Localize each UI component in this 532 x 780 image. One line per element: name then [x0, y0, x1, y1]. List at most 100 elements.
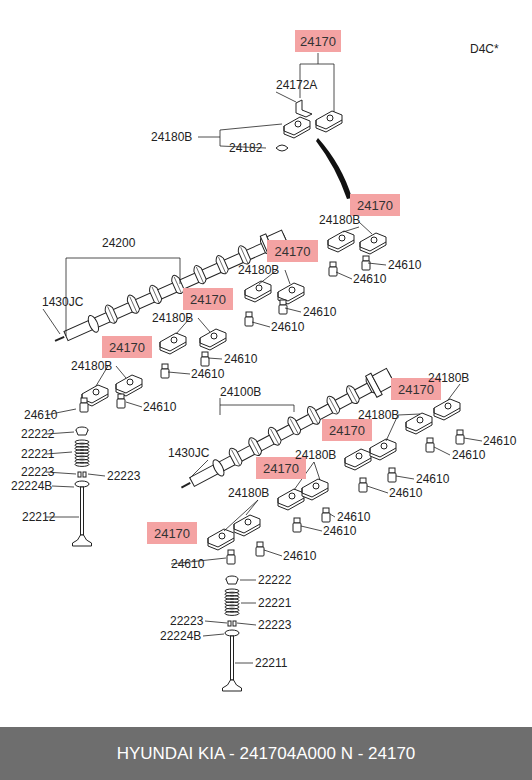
rocker-arm [284, 117, 310, 138]
callout-number: D4C* [470, 42, 499, 56]
leader-line [224, 500, 258, 531]
callout-number: 24610 [191, 367, 224, 381]
callout-number: 24180B [319, 213, 360, 227]
callout-number: 22224B [11, 479, 52, 493]
rocker-arm [116, 375, 142, 396]
callout-number: 24180B [151, 130, 192, 144]
callout-number: 24180B [152, 311, 193, 325]
callout-number: 24610 [271, 320, 304, 334]
callout-number: 24180B [295, 448, 336, 462]
rocker-arm [360, 233, 386, 254]
callout-number: 24610 [452, 448, 485, 462]
callout-number: 24182 [229, 141, 262, 155]
leader-line [240, 580, 256, 581]
part-number-text: 24170 [274, 244, 310, 259]
lash-adjuster [456, 430, 464, 444]
lash-adjuster [117, 394, 125, 408]
callout-number: 24172A [276, 78, 317, 92]
rocker-arm [302, 479, 328, 500]
lash-adjuster [256, 542, 264, 556]
callout-number: 24180B [228, 486, 269, 500]
callout-number: 1430JC [42, 295, 83, 309]
lash-adjuster [329, 262, 337, 276]
rocker-arm [345, 449, 371, 470]
lash-adjuster [322, 508, 330, 522]
callout-number: 22223 [258, 618, 291, 632]
callout-number: 24610 [388, 258, 421, 272]
callout-number: 22221 [258, 596, 291, 610]
callout-number: 24610 [323, 524, 356, 538]
callout-number: 24610 [353, 272, 386, 286]
rocker-arm [370, 439, 396, 460]
callout-number: 24610 [389, 486, 422, 500]
rocker-arm [208, 529, 234, 550]
rocker-arm [160, 333, 186, 354]
part-number-text: 24170 [109, 340, 145, 355]
lash-adjuster [279, 300, 287, 314]
part-number-text: 24170 [263, 461, 299, 476]
callout-number: 24180B [238, 263, 279, 277]
rocker-arm [316, 111, 342, 132]
callout-number: 22223 [21, 465, 54, 479]
highlighted-part-number: 24170 [147, 522, 197, 544]
lash-adjuster [161, 364, 169, 378]
callout-number: 22223 [170, 614, 203, 628]
part-number-text: 24170 [357, 198, 393, 213]
callout-number: 22222 [258, 573, 291, 587]
callout-number: 22223 [107, 469, 140, 483]
leader-line [235, 663, 253, 664]
camshaft [176, 366, 397, 498]
highlighted-part-number: 24170 [267, 240, 318, 262]
camshaft [50, 227, 290, 351]
leader-line [52, 486, 74, 487]
callout-number: 24610 [283, 549, 316, 563]
highlighted-part-number: 24170 [295, 30, 341, 52]
lash-adjuster [426, 438, 434, 452]
footer-text: HYUNDAI KIA - 241704A000 N - 24170 [117, 744, 416, 764]
direction-arrow [316, 138, 352, 199]
callout-number: 24610 [171, 557, 204, 571]
leader-line [203, 634, 224, 636]
callout-number: 24100B [220, 385, 261, 399]
rocker-arm [434, 399, 460, 420]
leader-line [205, 621, 256, 625]
lash-adjuster [227, 550, 235, 564]
callout-number: 24180B [428, 371, 469, 385]
callout-number: 22212 [22, 510, 55, 524]
leader-line [46, 472, 105, 476]
lash-adjuster [359, 478, 367, 492]
callout-number: 24610 [337, 510, 370, 524]
callout-number: 24180B [71, 359, 112, 373]
part-number-text: 24170 [154, 526, 190, 541]
rocker-arm [328, 231, 354, 252]
callout-number: 22224B [160, 629, 201, 643]
part-number-text: 24170 [190, 292, 226, 307]
callout-number: 24610 [303, 305, 336, 319]
lash-adjuster [245, 312, 253, 326]
callout-number: 24200 [102, 236, 135, 250]
rocker-arm [200, 329, 226, 350]
highlighted-part-number: 24170 [102, 336, 152, 358]
callout-number: 24610 [483, 434, 516, 448]
lash-adjuster [201, 352, 209, 366]
rocker-arm [406, 413, 432, 434]
callout-number: 24610 [143, 400, 176, 414]
highlighted-part-number: 24170 [183, 288, 233, 310]
leader-line [276, 92, 296, 102]
callout-number: 24610 [416, 472, 449, 486]
rocker-arm [245, 281, 271, 302]
bracket-part [296, 100, 312, 117]
callout-number: 22221 [21, 447, 54, 461]
valve-assembly [223, 576, 242, 691]
callout-number: 22222 [21, 427, 54, 441]
leader-line [43, 309, 60, 334]
callout-number: 24610 [224, 352, 257, 366]
part-number-text: 24170 [329, 423, 365, 438]
valve-assembly [73, 427, 92, 546]
callout-number: 24610 [24, 408, 57, 422]
leader-line [220, 398, 294, 415]
part-number-text: 24170 [300, 34, 336, 49]
leader-line [241, 603, 256, 604]
rocker-arm [278, 489, 304, 510]
